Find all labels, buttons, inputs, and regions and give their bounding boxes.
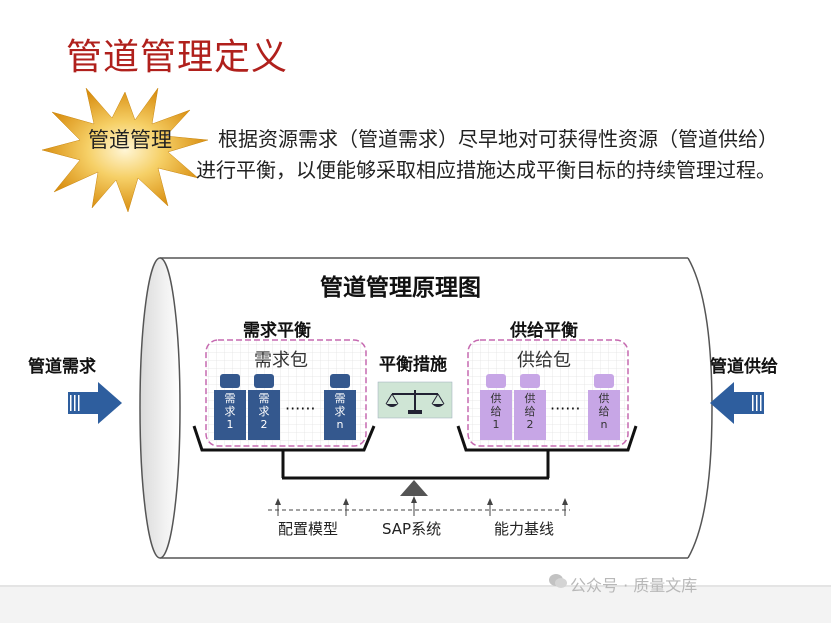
definition-text: 根据资源需求（管道需求）尽早地对可获得性资源（管道供给）进行平衡，以便能够采取相… <box>196 124 786 186</box>
config-model-label: 配置模型 <box>278 520 339 538</box>
balance-scale-icon <box>377 381 453 419</box>
watermark: 公众号 · 质量文库 <box>570 576 698 595</box>
badge-label: 管道管理 <box>88 128 172 152</box>
pipe-cylinder <box>139 257 713 559</box>
support-axis <box>268 496 570 516</box>
footer-divider <box>0 585 831 587</box>
sap-system-label: SAP系统 <box>382 520 442 538</box>
pipeline-diagram: ······ ······ <box>68 257 764 559</box>
balance-measures-label: 平衡措施 <box>379 355 447 375</box>
supply-weight-2 <box>514 374 546 440</box>
supply-input-label: 管道供给 <box>710 357 778 377</box>
slide-title: 管道管理定义 <box>66 37 289 78</box>
fulcrum-icon <box>400 480 428 496</box>
supply-weight-1 <box>480 374 512 440</box>
demand-input-label: 管道需求 <box>28 357 96 377</box>
balance-beam <box>281 450 550 480</box>
wechat-icon <box>549 574 567 588</box>
supply-ellipsis: ······ <box>550 399 581 418</box>
diagram-title: 管道管理原理图 <box>320 275 481 301</box>
demand-weight-2 <box>248 374 280 440</box>
demand-ellipsis: ······ <box>285 399 316 418</box>
supply-section-title: 供给平衡 <box>510 321 578 341</box>
demand-weight-n <box>324 374 356 440</box>
capacity-baseline-label: 能力基线 <box>494 520 555 538</box>
supply-input-arrow-icon <box>710 382 764 424</box>
supply-weight-n <box>588 374 620 440</box>
footer-bar <box>0 587 831 623</box>
demand-weight-1 <box>214 374 246 440</box>
demand-package-title: 需求包 <box>254 350 308 371</box>
demand-input-arrow-icon <box>68 382 122 424</box>
definition-body: 根据资源需求（管道需求）尽早地对可获得性资源（管道供给）进行平衡，以便能够采取相… <box>196 127 778 182</box>
starburst-badge-icon <box>41 87 209 213</box>
demand-section-title: 需求平衡 <box>243 321 311 341</box>
supply-package-title: 供给包 <box>517 350 571 371</box>
